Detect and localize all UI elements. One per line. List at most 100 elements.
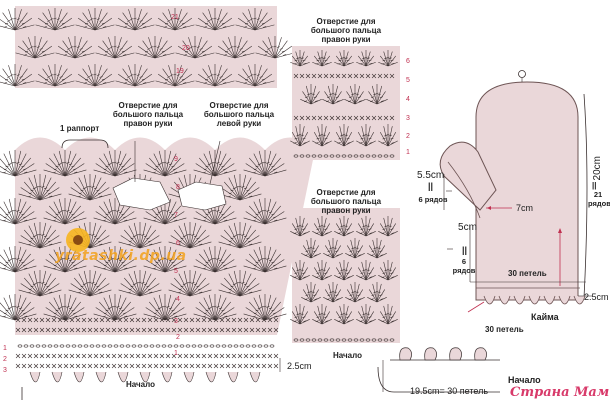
stitch-mark xyxy=(154,37,162,59)
row-number: 8 xyxy=(176,184,180,191)
stitch-tick xyxy=(370,254,374,256)
stitch-mark xyxy=(64,198,72,225)
stitch-tick xyxy=(327,294,331,296)
stitch-tick xyxy=(293,62,297,65)
single-crochet-mark xyxy=(207,317,213,323)
stitch-mark xyxy=(317,261,323,281)
stitch-mark xyxy=(117,17,136,31)
stitch-mark xyxy=(248,205,266,225)
stitch-mark xyxy=(64,301,82,321)
stitch-mark xyxy=(39,222,47,249)
stitch-tick xyxy=(294,137,298,140)
stitch-mark xyxy=(258,198,266,225)
border-chart xyxy=(377,347,500,393)
row-number: 19 xyxy=(176,68,184,75)
stitch-tick xyxy=(30,285,34,288)
stitch-mark xyxy=(94,9,102,31)
border-start-label: Начало xyxy=(508,375,541,385)
stitch-mark xyxy=(39,283,60,297)
stitch-tick xyxy=(87,20,91,22)
stitch-tick xyxy=(66,306,70,308)
chain-mark xyxy=(311,154,317,158)
stitch-mark xyxy=(14,307,35,321)
single-crochet-mark xyxy=(81,327,87,333)
stitch-tick xyxy=(10,258,14,260)
edge-shell xyxy=(183,371,195,383)
stitch-tick xyxy=(24,267,28,270)
stitch-mark xyxy=(88,65,96,87)
stitch-mark xyxy=(108,198,116,225)
single-crochet-mark xyxy=(231,327,237,333)
stitch-mark xyxy=(262,40,276,59)
stitch-mark xyxy=(14,294,22,321)
stitch-tick xyxy=(103,264,107,267)
stitch-mark xyxy=(313,132,323,147)
stitch-mark xyxy=(258,150,266,177)
stitch-tick xyxy=(160,306,164,308)
stitch-mark xyxy=(378,319,389,325)
chain-mark xyxy=(335,154,341,158)
stitch-tick xyxy=(213,73,217,76)
middle-stitch-charts xyxy=(290,46,400,343)
single-crochet-mark xyxy=(442,364,446,368)
stitch-tick xyxy=(244,235,248,238)
stitch-tick xyxy=(176,18,180,20)
stitch-mark xyxy=(255,52,276,59)
stitch-tick xyxy=(123,216,127,219)
stitch-tick xyxy=(185,282,189,284)
stitch-tick xyxy=(174,267,178,270)
stitch-tick xyxy=(205,309,209,312)
stitch-tick xyxy=(153,216,157,219)
stitch-mark xyxy=(310,99,322,105)
stitch-tick xyxy=(35,282,39,284)
stitch-tick xyxy=(294,272,298,274)
stitch-tick xyxy=(2,267,6,270)
stitch-tick xyxy=(281,50,286,53)
stitch-tick xyxy=(266,258,270,260)
stitch-tick xyxy=(221,309,225,312)
stitch-tick xyxy=(324,228,328,230)
stitch-mark xyxy=(343,132,353,147)
single-crochet-mark xyxy=(99,363,105,369)
stitch-mark xyxy=(164,249,177,273)
stitch-mark xyxy=(77,73,96,87)
chain-mark xyxy=(125,344,131,348)
stitch-mark xyxy=(14,205,32,225)
stitch-tick xyxy=(342,312,346,315)
stitch-mark xyxy=(253,201,266,225)
stitch-tick xyxy=(263,305,267,308)
single-crochet-mark xyxy=(87,317,93,323)
stitch-tick xyxy=(309,92,313,95)
stitch-mark xyxy=(64,259,85,273)
stitch-mark xyxy=(379,311,389,325)
stitch-tick xyxy=(322,269,326,272)
stitch-mark xyxy=(334,275,345,281)
stitch-mark xyxy=(39,273,52,297)
stitch-tick xyxy=(252,219,256,222)
single-crochet-mark xyxy=(243,327,249,333)
stitch-tick xyxy=(188,233,192,236)
stitch-tick xyxy=(315,276,319,278)
stitch-tick xyxy=(88,233,92,236)
stitch-tick xyxy=(28,288,32,291)
stitch-tick xyxy=(149,291,153,294)
stitch-tick xyxy=(274,267,278,270)
stitch-mark xyxy=(54,80,75,87)
stitch-tick xyxy=(50,18,54,20)
stitch-tick xyxy=(338,59,342,62)
stitch-tick xyxy=(83,82,87,84)
stitch-mark xyxy=(95,163,116,177)
single-crochet-mark xyxy=(45,317,51,323)
stitch-tick xyxy=(326,254,330,256)
single-crochet-mark xyxy=(347,115,353,121)
stitch-tick xyxy=(173,17,177,20)
stitch-tick xyxy=(13,17,17,20)
stitch-mark xyxy=(234,45,253,59)
stitch-tick xyxy=(181,22,186,25)
stitch-mark xyxy=(335,311,345,325)
stitch-mark xyxy=(34,45,53,59)
stitch-mark xyxy=(310,297,321,303)
single-crochet-mark xyxy=(189,353,195,359)
chain-mark xyxy=(245,344,251,348)
stitch-mark xyxy=(356,319,367,325)
